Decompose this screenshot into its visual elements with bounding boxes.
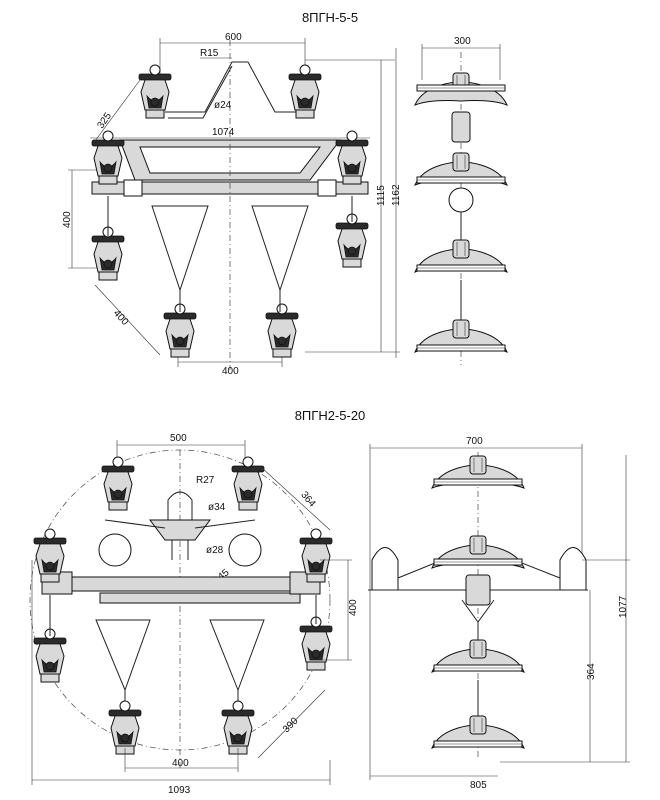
clamp-top-right — [288, 64, 322, 119]
disc-left — [98, 533, 132, 567]
dim-bottom-rod1: ø34 — [208, 502, 226, 513]
diagram-bottom: 8ПГН2-5-20 500 R27 ø34 ø28 ø1045 — [29, 408, 630, 796]
svg-text:1162: 1162 — [391, 184, 402, 206]
clamp-b-bottom-right — [221, 700, 255, 755]
svg-text:1093: 1093 — [168, 785, 191, 796]
dim-top-bottom: 400 — [177, 340, 283, 377]
clamp-b-low-left — [33, 628, 67, 683]
side-view-bottom: 700 1077 364 8 — [368, 436, 630, 791]
svg-text:600: 600 — [225, 32, 242, 43]
svg-text:1115: 1115 — [376, 185, 387, 206]
svg-text:400: 400 — [111, 308, 131, 328]
dim-top-span: 1074 — [90, 127, 370, 139]
yoke-rod — [165, 61, 305, 113]
u-bolt — [167, 491, 193, 540]
dim-top-diag: 325 — [91, 79, 141, 146]
svg-text:1074: 1074 — [212, 127, 235, 138]
svg-text:400: 400 — [222, 366, 239, 377]
triangle-bottom-right — [209, 619, 265, 692]
dim-top-vert: 400 — [62, 169, 100, 269]
svg-text:400: 400 — [348, 599, 359, 616]
svg-text:364: 364 — [586, 663, 597, 680]
diagram-top: 8ПГН-5-5 600 R15 ø24 1074 325 — [62, 10, 508, 377]
clamp-b-top-left — [101, 456, 135, 511]
triangle-right — [251, 205, 309, 292]
dim-bottom-vert: 400 — [320, 559, 359, 661]
yoke-beam-bottom — [61, 576, 301, 592]
side-view-top: 300 — [414, 36, 508, 365]
diagram-top-title: 8ПГН-5-5 — [302, 10, 358, 25]
clamp-b-bottom-left — [108, 700, 142, 755]
dim-bottom-radius: R27 — [196, 475, 215, 486]
dim-bottom-rod2: ø28 — [206, 545, 224, 556]
dim-bottom-width: 500 — [116, 433, 246, 475]
dim-top-radius: R15 — [200, 48, 219, 59]
clamp-b-low-right — [299, 616, 333, 671]
clamp-mid-right — [335, 130, 369, 185]
dim-top-rod: ø24 — [214, 100, 232, 111]
disc-right — [228, 533, 262, 567]
svg-text:500: 500 — [170, 433, 187, 444]
dim-bottom-diag: 364 — [261, 467, 331, 531]
svg-text:325: 325 — [95, 111, 114, 131]
svg-text:1077: 1077 — [618, 595, 629, 618]
clamp-b-top-right — [231, 456, 265, 511]
clamp-top-left — [138, 64, 172, 119]
svg-text:390: 390 — [281, 715, 301, 735]
dim-top-heights: 1115 1162 — [305, 48, 402, 358]
dim-bottom-overall: 1093 — [31, 560, 331, 796]
svg-text:300: 300 — [454, 36, 471, 47]
svg-text:700: 700 — [466, 436, 483, 447]
clamp-bottom-right — [265, 303, 299, 358]
dim-top-width: 600 — [159, 32, 306, 80]
svg-text:400: 400 — [172, 758, 189, 769]
svg-text:805: 805 — [470, 780, 487, 791]
triangle-bottom-left — [95, 619, 151, 692]
dim-bottom-bottom: 400 — [124, 748, 239, 772]
dim-top-diag-low: 400 — [94, 284, 161, 356]
triangle-left — [151, 205, 209, 292]
svg-text:400: 400 — [62, 211, 73, 228]
diagram-bottom-title: 8ПГН2-5-20 — [295, 408, 366, 423]
svg-text:364: 364 — [298, 490, 317, 510]
